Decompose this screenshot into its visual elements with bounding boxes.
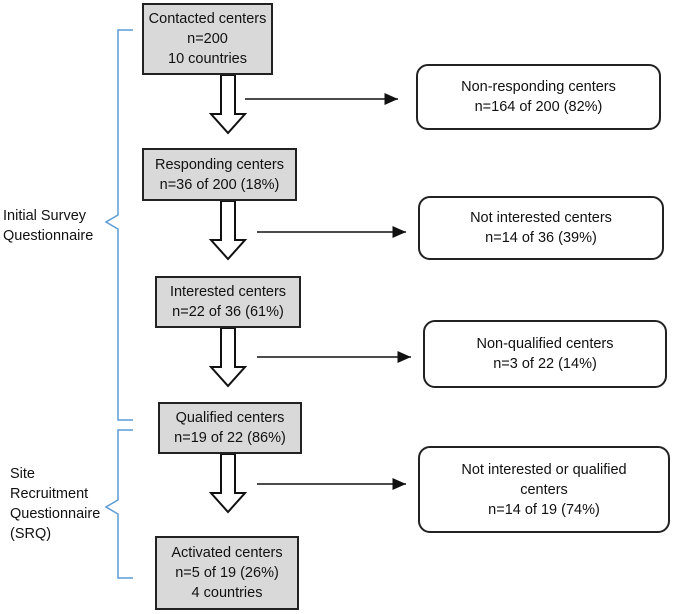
activated-centers-box: Activated centers n=5 of 19 (26%) 4 coun… xyxy=(155,536,299,610)
box-line: Interested centers xyxy=(169,284,287,300)
initial-survey-label: Initial Survey Questionnaire xyxy=(3,206,93,246)
down-arrow-3 xyxy=(208,327,248,388)
box-line: Qualified centers xyxy=(175,410,285,426)
box-line: n=14 of 36 (39%) xyxy=(485,230,597,246)
label-line: Recruitment xyxy=(10,486,89,502)
not-interested-or-qualified-box: Not interested or qualified centers n=14… xyxy=(418,446,670,533)
box-line: Contacted centers xyxy=(148,11,267,27)
box-line: n=22 of 36 (61%) xyxy=(172,304,284,320)
box-line: Not interested centers xyxy=(470,210,612,226)
label-line: Questionnaire xyxy=(10,506,101,522)
label-line: Initial Survey xyxy=(3,208,87,224)
box-line: Activated centers xyxy=(171,545,283,561)
down-arrow-2 xyxy=(208,200,248,261)
box-line: Non-qualified centers xyxy=(476,336,614,352)
contacted-centers-box: Contacted centers n=200 10 countries xyxy=(142,3,273,75)
srq-bracket xyxy=(104,429,133,579)
label-line: (SRQ) xyxy=(10,526,52,542)
box-line: n=3 of 22 (14%) xyxy=(493,356,597,372)
box-line: Non-responding centers xyxy=(461,79,616,95)
non-qualified-box: Non-qualified centers n=3 of 22 (14%) xyxy=(423,320,667,388)
qualified-centers-box: Qualified centers n=19 of 22 (86%) xyxy=(158,402,302,454)
label-line: Questionnaire xyxy=(3,228,94,244)
box-line: n=164 of 200 (82%) xyxy=(474,99,603,115)
non-responding-box: Non-responding centers n=164 of 200 (82%… xyxy=(416,64,661,130)
box-line: 4 countries xyxy=(191,585,263,601)
srq-label: Site Recruitment Questionnaire (SRQ) xyxy=(10,464,100,544)
label-line: Site xyxy=(10,466,35,482)
interested-centers-box: Interested centers n=22 of 36 (61%) xyxy=(155,276,301,328)
initial-survey-bracket xyxy=(104,29,133,421)
box-line: n=5 of 19 (26%) xyxy=(175,565,279,581)
box-line: n=14 of 19 (74%) xyxy=(488,501,600,518)
down-arrow-4 xyxy=(208,453,248,514)
box-line: 10 countries xyxy=(168,51,247,67)
box-line: n=19 of 22 (86%) xyxy=(174,430,286,446)
box-line: Not interested or qualified xyxy=(461,461,627,478)
box-line: Responding centers xyxy=(155,156,284,173)
box-line: centers xyxy=(520,481,568,498)
not-interested-box: Not interested centers n=14 of 36 (39%) xyxy=(418,196,664,260)
down-arrow-1 xyxy=(208,74,248,135)
responding-centers-box: Responding centers n=36 of 200 (18%) xyxy=(142,148,297,201)
box-line: n=36 of 200 (18%) xyxy=(159,176,280,193)
box-line: n=200 xyxy=(187,31,228,47)
